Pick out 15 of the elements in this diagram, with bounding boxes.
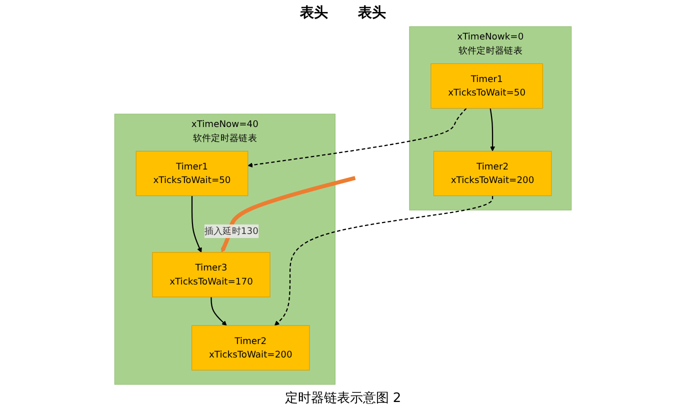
- arrow: [210, 296, 227, 326]
- caption: 定时器链表示意图 2: [284, 390, 402, 407]
- arrow: [490, 108, 496, 152]
- node-box: Timer1 xTicksToWait=50: [430, 63, 543, 109]
- node-box: Timer1 xTicksToWait=50: [136, 150, 248, 196]
- arrow: [191, 196, 202, 253]
- arrow: [248, 108, 467, 168]
- list-head-label: 表头: [358, 4, 386, 22]
- node-box: Timer2 xTicksToWait=200: [433, 150, 552, 196]
- list-head-label: 表头: [300, 4, 328, 22]
- arrow: [274, 196, 494, 326]
- arrow: [220, 176, 356, 253]
- edge-label: 插入延时130: [204, 226, 258, 236]
- node-box: Timer3 xTicksToWait=170: [152, 252, 270, 298]
- node-box: Timer2 xTicksToWait=200: [192, 325, 310, 370]
